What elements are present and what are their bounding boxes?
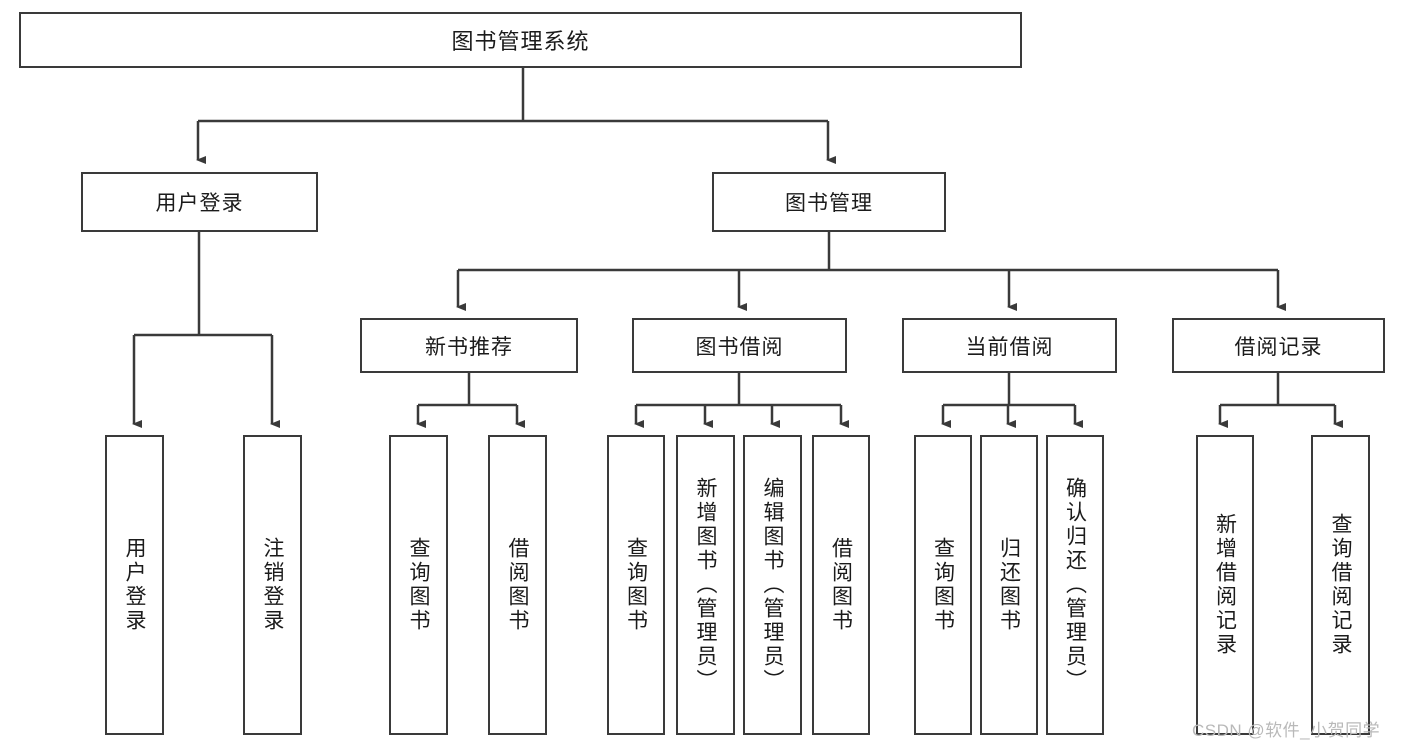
node-label: 查询图书 (931, 537, 955, 633)
node-label: 新书推荐 (425, 335, 513, 359)
node-user-login[interactable]: 用户登录 (81, 172, 318, 232)
leaf-current-confirm-return-admin[interactable]: 确认归还（管理员） (1046, 435, 1104, 735)
leaf-borrow-borrow-book[interactable]: 借阅图书 (812, 435, 870, 735)
node-book-borrow[interactable]: 图书借阅 (632, 318, 847, 373)
node-label: 借阅图书 (506, 537, 529, 633)
leaf-record-add-record[interactable]: 新增借阅记录 (1196, 435, 1254, 735)
node-book-management[interactable]: 图书管理 (712, 172, 946, 232)
leaf-current-query-book[interactable]: 查询图书 (914, 435, 972, 735)
node-label: 图书管理 (785, 192, 873, 215)
leaf-borrow-add-book-admin[interactable]: 新增图书（管理员） (676, 435, 735, 735)
node-label: 新增图书（管理员） (694, 477, 717, 693)
node-label: 用户登录 (123, 537, 146, 633)
node-borrow-record[interactable]: 借阅记录 (1172, 318, 1385, 373)
csdn-watermark: CSDN @软件_小贺同学 (1192, 721, 1381, 740)
node-label: 注销登录 (261, 537, 284, 633)
leaf-recommend-borrow-book[interactable]: 借阅图书 (488, 435, 547, 735)
node-current-borrow[interactable]: 当前借阅 (902, 318, 1117, 373)
node-label: 查询图书 (624, 537, 648, 633)
leaf-current-return-book[interactable]: 归还图书 (980, 435, 1038, 735)
node-label: 图书管理系统 (451, 29, 590, 54)
leaf-recommend-query-book[interactable]: 查询图书 (389, 435, 448, 735)
node-label: 借阅记录 (1234, 335, 1323, 359)
node-new-book-recommend[interactable]: 新书推荐 (360, 318, 578, 373)
node-label: 借阅图书 (829, 537, 853, 633)
leaf-borrow-edit-book-admin[interactable]: 编辑图书（管理员） (743, 435, 802, 735)
node-label: 归还图书 (997, 537, 1021, 633)
node-label: 用户登录 (155, 192, 244, 215)
node-label: 查询图书 (407, 537, 430, 633)
leaf-user-logout[interactable]: 注销登录 (243, 435, 302, 735)
node-label: 新增借阅记录 (1213, 513, 1237, 657)
leaf-borrow-query-book[interactable]: 查询图书 (607, 435, 665, 735)
node-root-system[interactable]: 图书管理系统 (19, 12, 1022, 68)
node-label: 当前借阅 (965, 335, 1054, 359)
node-label: 确认归还（管理员） (1063, 477, 1087, 693)
leaf-user-login[interactable]: 用户登录 (105, 435, 164, 735)
leaf-record-query-record[interactable]: 查询借阅记录 (1311, 435, 1370, 735)
node-label: 查询借阅记录 (1329, 513, 1352, 657)
node-label: 图书借阅 (695, 335, 784, 359)
node-label: 编辑图书（管理员） (761, 477, 784, 693)
